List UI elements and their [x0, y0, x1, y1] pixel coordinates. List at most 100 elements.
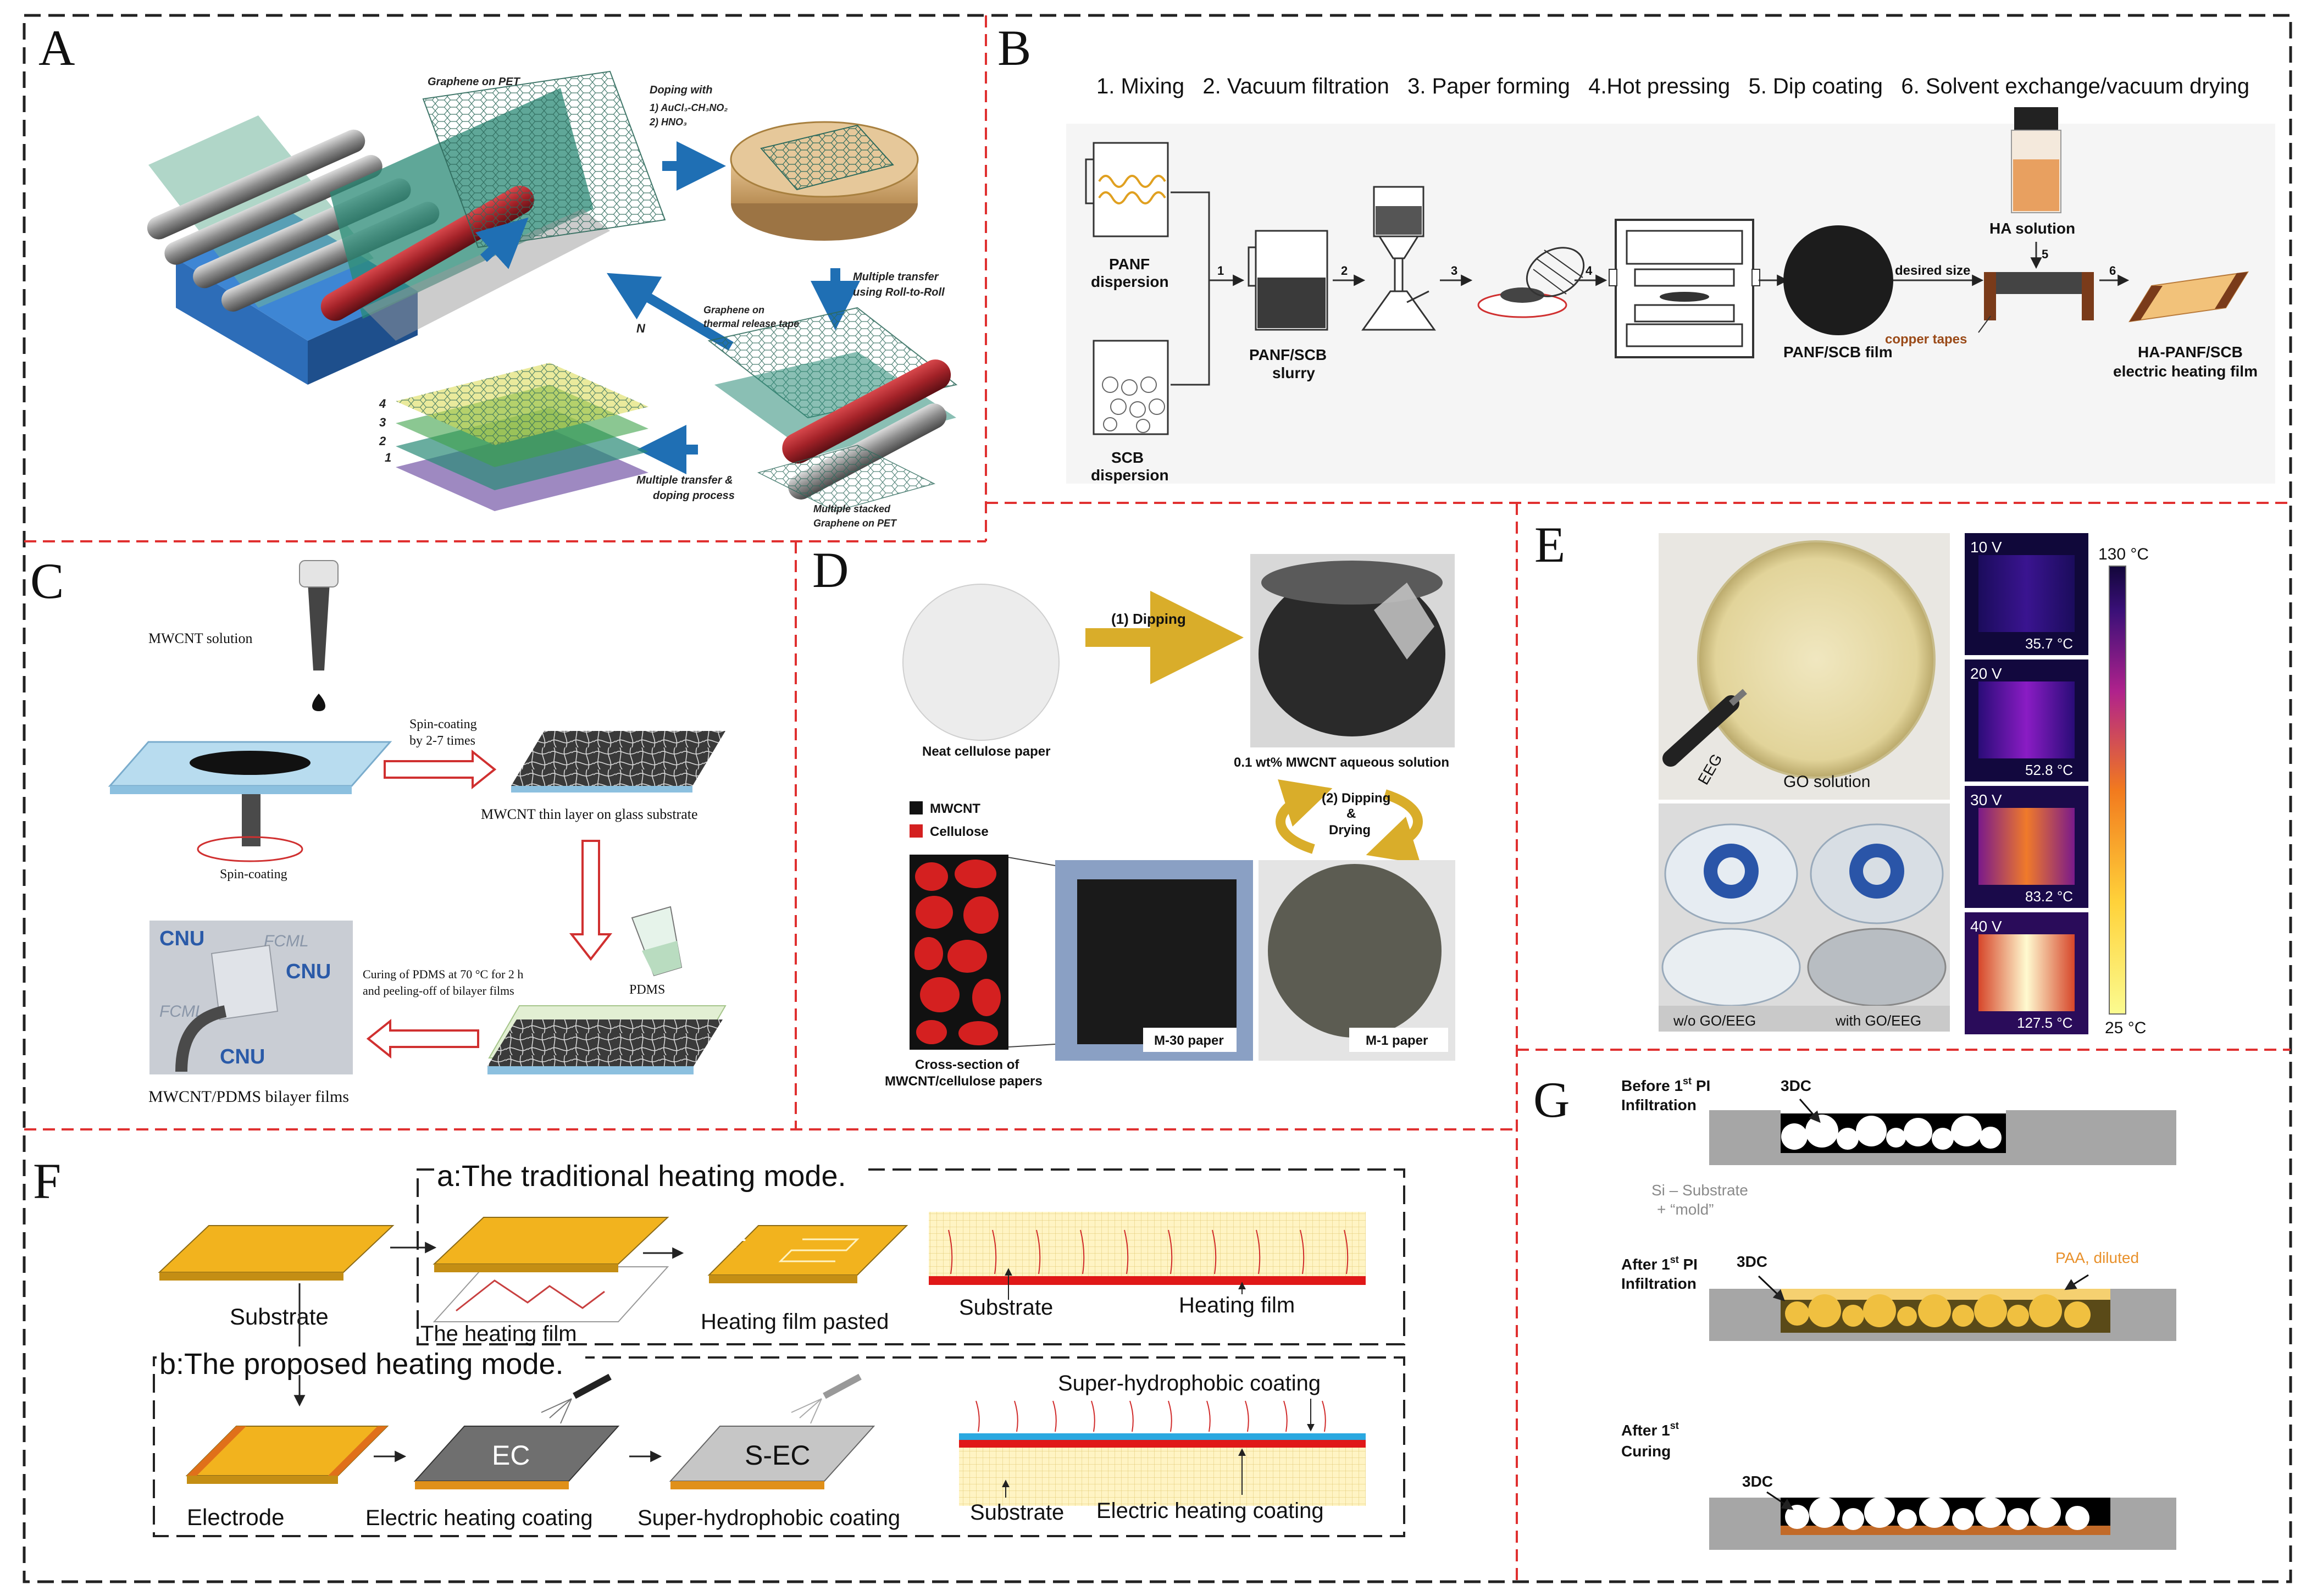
arrow-up-right	[475, 217, 529, 269]
arrow-back-n	[606, 273, 734, 351]
mold-stage-2	[1709, 1274, 2176, 1341]
paa-label: PAA, diluted	[2055, 1249, 2139, 1266]
dip-coating-sample	[1984, 272, 2094, 320]
substrate-tile	[158, 1225, 395, 1273]
desired-size-label: desired size	[1895, 263, 1970, 278]
thermal-image-20v	[1965, 660, 2088, 782]
doping-title: Doping with	[650, 84, 712, 96]
graphene-sheet	[422, 70, 666, 248]
spin-coater	[108, 741, 392, 862]
svg-text:CNU: CNU	[159, 927, 204, 950]
neat-cellulose-disc	[902, 584, 1060, 741]
arrow-num-6: 6	[2109, 264, 2116, 278]
ha-solution-vial	[2011, 107, 2061, 213]
cure-label-line-2: Curing	[1621, 1443, 1671, 1460]
heating-film-label: The heating film	[420, 1322, 577, 1346]
svg-text:FCML: FCML	[264, 932, 309, 950]
arrow-num-1: 1	[1217, 264, 1224, 278]
ehc-b-label: Electric heating coating	[1096, 1499, 1324, 1523]
spin-times-line-1: Spin-coating	[409, 717, 477, 731]
voltage-40v: 40 V	[1970, 918, 2002, 935]
panel-e: E EEG GO solution w/o GO/EEG with GO/EEG	[1534, 517, 2149, 1037]
figure-frame	[23, 14, 2292, 1583]
go-solution-label: GO solution	[1783, 773, 1870, 791]
layer-label-4: 4	[379, 397, 386, 411]
without-go-label: w/o GO/EEG	[1673, 1012, 1756, 1029]
heating-film-pasted	[707, 1225, 908, 1283]
spray-gun-icon	[573, 1373, 612, 1399]
solution-label: 0.1 wt% MWCNT aqueous solution	[1234, 755, 1449, 770]
panel-letter-f: F	[33, 1153, 61, 1209]
sec-label: Super-hydrophobic coating	[638, 1506, 900, 1530]
graphene-on-pet-label: Graphene on PET	[428, 76, 521, 88]
process-label-2: doping process	[653, 490, 735, 502]
substrate-b-label: Substrate	[970, 1500, 1064, 1525]
cross-section-b	[959, 1399, 1366, 1506]
cross-section-label-2: MWCNT/cellulose papers	[885, 1074, 1043, 1089]
after-label-line-2: Infiltration	[1621, 1275, 1697, 1292]
mode-a-title: a:The traditional heating mode.	[437, 1160, 846, 1193]
panel-f: F a:The traditional heating mode. Substr…	[33, 1153, 1405, 1537]
sec-tile	[669, 1373, 875, 1489]
m30-paper-photo	[1055, 860, 1253, 1061]
film-label: PANF/SCB film	[1783, 343, 1893, 361]
slurry-label-2: slurry	[1272, 364, 1315, 381]
substrate-a-label: Substrate	[959, 1295, 1053, 1320]
threedc-label-2: 3DC	[1737, 1253, 1767, 1270]
panel-b: B 1. Mixing 2. Vacuum filtration 3. Pape…	[997, 20, 2275, 484]
m1-paper-photo	[1259, 860, 1455, 1061]
panf-scb-film-disc	[1783, 225, 1893, 335]
temp-40v: 127.5 °C	[2017, 1015, 2072, 1031]
cross-section-diagram	[910, 855, 1008, 1050]
threedc-label-3: 3DC	[1742, 1473, 1773, 1490]
before-label-line-2: Infiltration	[1621, 1096, 1697, 1113]
curing-line-2: and peeling-off of bilayer films	[363, 984, 514, 997]
arrow-num-5: 5	[2042, 247, 2048, 261]
before-label-line-1: Before 1st PI	[1621, 1076, 1710, 1094]
panel-letter-e: E	[1534, 517, 1565, 573]
mode-a-box	[417, 1168, 1405, 1345]
bilayer-film-photo: CNU FCML CNU FCML CNU	[149, 921, 353, 1074]
dipping-label: (1) Dipping	[1111, 611, 1186, 627]
dip-dry-line-2: &	[1346, 806, 1356, 821]
cross-section-label-1: Cross-section of	[915, 1057, 1019, 1072]
spin-times-line-2: by 2-7 times	[409, 734, 475, 748]
pdms-label: PDMS	[629, 983, 665, 997]
layer-label-3: 3	[379, 415, 386, 429]
panel-letter-c: C	[30, 553, 64, 609]
mix-connector	[1171, 191, 1242, 386]
n-label: N	[636, 322, 646, 335]
panf-label-2: dispersion	[1091, 273, 1169, 290]
cross-section-zoom-lines	[1008, 857, 1056, 1048]
process-label-1: Multiple transfer &	[636, 474, 733, 486]
cycle-arrow-right	[1366, 789, 1423, 864]
slurry-beaker	[1248, 230, 1328, 331]
vacuum-filtration-flask	[1361, 186, 1436, 331]
final-heating-film	[2128, 271, 2249, 323]
panel-g: G Before 1st PI Infiltration 3DC Si – Su…	[1533, 1072, 2176, 1550]
hollow-arrow-down	[569, 840, 613, 961]
doping-step-1: 1) AuCl₃-CH₃NO₂	[650, 102, 728, 113]
threedc-label-1: 3DC	[1781, 1077, 1811, 1094]
hollow-arrow-right	[384, 749, 497, 790]
mode-b-box	[153, 1356, 1405, 1537]
heating-film-stack	[433, 1217, 669, 1322]
multi-transfer-line-2: using Roll-to-Roll	[853, 286, 945, 298]
dip-dry-line-1: (2) Dipping	[1322, 791, 1390, 806]
electrode-tile	[185, 1426, 389, 1484]
voltage-30v: 30 V	[1970, 791, 2002, 808]
scb-label-1: SCB	[1111, 449, 1144, 466]
panel-letter-d: D	[812, 542, 849, 598]
layer-label-1: 1	[385, 451, 391, 464]
curing-line-1: Curing of PDMS at 70 °C for 2 h	[363, 967, 523, 981]
pipette	[299, 560, 339, 711]
arrow-num-2: 2	[1341, 264, 1348, 278]
slurry-label-1: PANF/SCB	[1249, 346, 1327, 363]
layer-label-2: 2	[379, 434, 386, 448]
cross-section-a	[929, 1212, 1366, 1300]
panel-c: C MWCNT solution Spin-coating Spin-coati…	[30, 553, 727, 1106]
final-film-label-2: electric heating film	[2113, 363, 2258, 380]
with-go-label: with GO/EEG	[1835, 1012, 1921, 1029]
temp-20v: 52.8 °C	[2025, 762, 2073, 778]
voltage-10v: 10 V	[1970, 539, 2002, 556]
